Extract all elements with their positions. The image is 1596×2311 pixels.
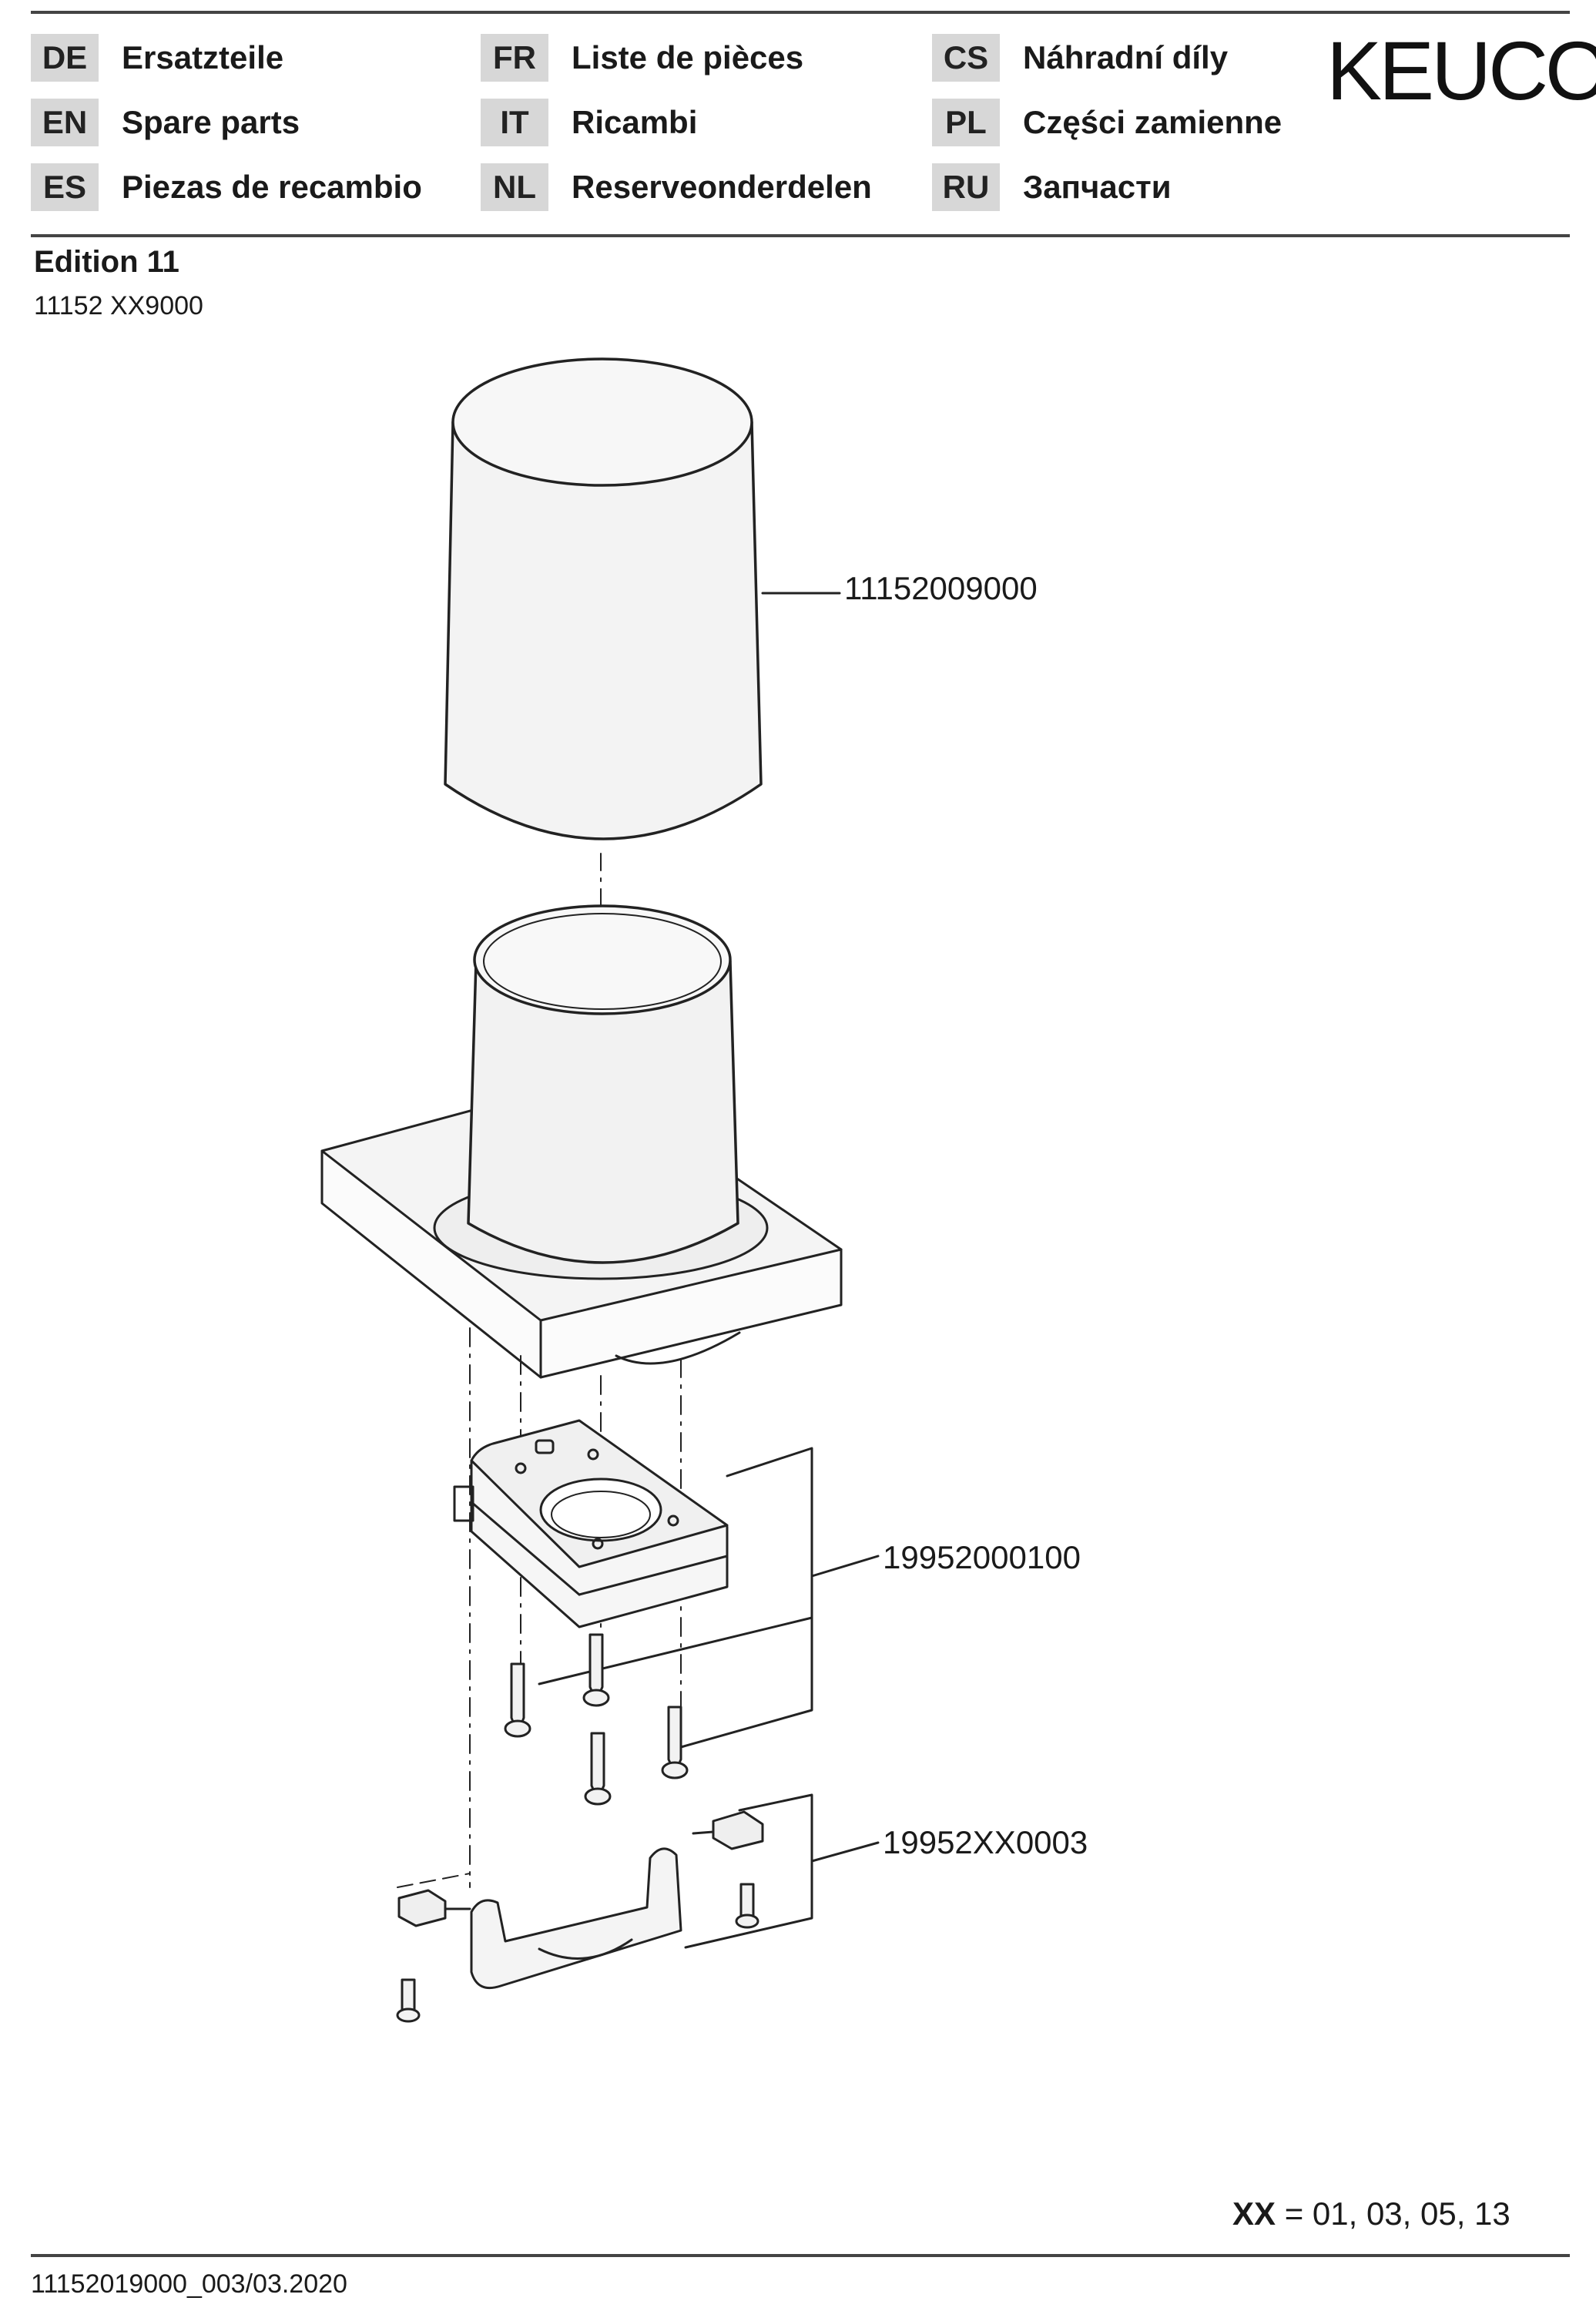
part-number-glass: 11152009000 xyxy=(844,570,1038,606)
variant-legend: XX = 01, 03, 05, 13 xyxy=(1232,2195,1510,2232)
assembly-line xyxy=(397,1873,471,1888)
lang-name: Spare parts xyxy=(122,104,300,140)
lang-code: EN xyxy=(31,99,99,146)
leader-line xyxy=(810,1555,880,1578)
part-number-clip: 19952XX0003 xyxy=(883,1824,1088,1860)
lang-row-de: DE Ersatzteile xyxy=(31,34,283,82)
lang-name: Reserveonderdelen xyxy=(572,169,872,205)
lang-name: Náhradní díly xyxy=(1023,39,1229,75)
glass-insert xyxy=(467,904,739,1264)
leader-frame xyxy=(684,1793,813,1949)
lang-row-it: IT Ricambi xyxy=(481,99,697,146)
part-number-bracket: 19952000100 xyxy=(883,1539,1081,1575)
top-rule xyxy=(31,11,1570,14)
lang-row-fr: FR Liste de pièces xyxy=(481,34,803,82)
lang-row-ru: RU Запчасти xyxy=(932,163,1172,211)
screw xyxy=(582,1633,610,1707)
screw xyxy=(584,1732,612,1806)
lang-code: NL xyxy=(481,163,548,211)
leader-line xyxy=(538,1616,813,1685)
screw xyxy=(504,1662,531,1738)
lang-name: Ersatzteile xyxy=(122,39,284,75)
document-reference: 11152019000_003/03.2020 xyxy=(31,2269,347,2299)
product-title: Edition 11 xyxy=(34,245,179,279)
variant-key: XX xyxy=(1232,2195,1276,2232)
lang-row-nl: NL Reserveonderdelen xyxy=(481,163,872,211)
mounting-bracket xyxy=(453,1419,729,1628)
lang-code: DE xyxy=(31,34,99,82)
screws xyxy=(504,1633,689,1806)
footer-rule xyxy=(31,2254,1570,2257)
lang-code: IT xyxy=(481,99,548,146)
header-rule xyxy=(31,234,1570,237)
lang-row-es: ES Piezas de recambio xyxy=(31,163,422,211)
lang-row-en: EN Spare parts xyxy=(31,99,300,146)
variant-values: = 01, 03, 05, 13 xyxy=(1276,2195,1510,2232)
leader-frame xyxy=(679,1447,813,1749)
brand-logo: KEUCO xyxy=(1326,24,1596,117)
lang-row-cs: CS Náhradní díly xyxy=(932,34,1228,82)
lang-code: FR xyxy=(481,34,548,82)
lang-name: Ricambi xyxy=(572,104,698,140)
wall-clip xyxy=(396,1810,764,2023)
lang-name: Części zamienne xyxy=(1023,104,1282,140)
leader-line xyxy=(810,1841,880,1863)
lang-name: Liste de pièces xyxy=(572,39,804,75)
product-code: 11152 XX9000 xyxy=(34,291,203,320)
lang-code: PL xyxy=(932,99,1000,146)
screw xyxy=(661,1706,689,1779)
glass-tumbler xyxy=(444,357,763,840)
lang-name: Piezas de recambio xyxy=(122,169,422,205)
lang-code: ES xyxy=(31,163,99,211)
lang-name: Запчасти xyxy=(1023,169,1172,205)
lang-row-pl: PL Części zamienne xyxy=(932,99,1282,146)
lang-code: CS xyxy=(932,34,1000,82)
lang-code: RU xyxy=(932,163,1000,211)
